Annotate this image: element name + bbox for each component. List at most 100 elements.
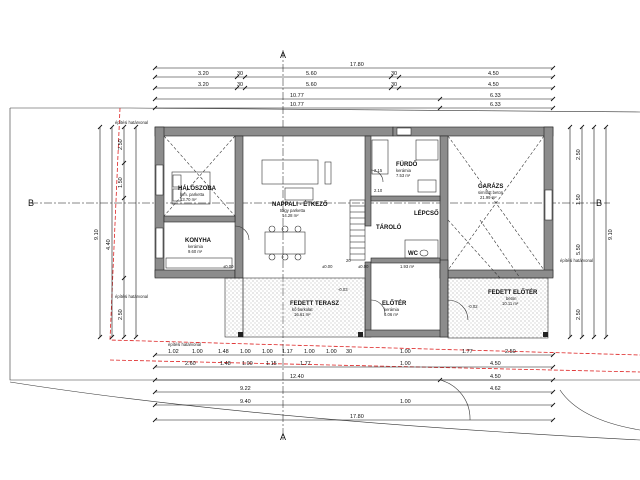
wall-entry-west xyxy=(364,261,372,338)
wall-bath-south xyxy=(370,195,441,202)
room-floor-nappali: tölgy parketta xyxy=(280,208,306,213)
chair xyxy=(268,253,276,261)
dim-bot-r2-1: 1.48 xyxy=(220,361,231,367)
room-floor-haloszoba: lam. parketta xyxy=(180,192,205,197)
entry-post xyxy=(543,332,548,337)
dim-bot-total: 17.80 xyxy=(350,414,364,420)
wall-bath-west xyxy=(364,135,372,227)
sofa xyxy=(261,159,319,185)
right-dimension-chains xyxy=(567,124,609,340)
dim-top-total: 17.80 xyxy=(350,62,364,68)
door-swing xyxy=(234,225,250,241)
setback-red-line-2 xyxy=(109,359,640,373)
dim-left-total: 9.10 xyxy=(94,229,100,240)
terrain-line-2 xyxy=(559,389,640,431)
dim-top-r2-4: 4.50 xyxy=(488,71,499,77)
room-floor-garazs: simított beton xyxy=(478,190,504,195)
wc-room xyxy=(404,239,439,259)
terrain-line xyxy=(9,381,640,441)
room-floor-fedett-eloter: beton xyxy=(506,296,517,301)
section-marker-b-left: B xyxy=(28,198,34,208)
coffee-table xyxy=(284,187,314,201)
window-garage xyxy=(544,189,553,221)
dim-top-r2-3: 30 xyxy=(391,71,397,77)
setback-label: építési határvonal xyxy=(560,258,593,263)
room-name-fedett-eloter: FEDETT ELŐTÉR xyxy=(488,288,538,296)
dim-left-p3: 2.50 xyxy=(118,309,124,320)
section-marker-a-top: A xyxy=(280,50,286,60)
bottom-dimension-chains xyxy=(152,352,556,423)
level-mark: -0.03 xyxy=(338,287,348,292)
dim-bot-r1-3: 1.00 xyxy=(240,349,251,355)
chair xyxy=(281,253,289,261)
dim-bot-r5-0: 9.40 xyxy=(240,399,251,405)
dim-bot-r2-2: 1.00 xyxy=(242,361,253,367)
dim-bot-r1-2: 1.48 xyxy=(218,349,229,355)
dim-bot-r2-3: 1.15 xyxy=(266,361,277,367)
dim-bot-r3-0: 12.40 xyxy=(290,374,304,380)
section-marker-b-right: B xyxy=(596,198,602,208)
room-area-wc: 1.93 m² xyxy=(400,264,415,269)
window-kitchen xyxy=(155,227,164,259)
room-name-eloter: ELŐTÉR xyxy=(382,299,407,307)
dim-top-r3-3: 30 xyxy=(391,82,397,88)
setback-label: építési határvonal xyxy=(115,294,148,299)
wall-garage-west xyxy=(439,135,449,279)
room-name-lepcso: LÉPCSŐ xyxy=(414,209,439,217)
dim-bot-r1-10: 1.77 xyxy=(462,349,473,355)
chair xyxy=(281,225,289,233)
dim-bot-r1-5: 1.17 xyxy=(282,349,293,355)
dim-right-p1: 1.50 xyxy=(576,194,582,205)
pillow xyxy=(172,174,182,188)
dim-top-r2-2: 5.60 xyxy=(306,71,317,77)
room-area-fedett-eloter: 10.11 m² xyxy=(502,301,519,306)
roof-hip-lines xyxy=(163,135,545,279)
wall-north-left xyxy=(154,126,394,137)
dim-top-r3-4: 4.50 xyxy=(488,82,499,88)
wall-entry-south xyxy=(364,329,449,338)
level-mark: -0.02 xyxy=(468,304,478,309)
wall-partition-2 xyxy=(163,215,236,223)
dim-top-r3-0: 3.20 xyxy=(198,82,209,88)
dim-bot-r2-5: 1.00 xyxy=(400,361,411,367)
dim-right-total: 9.10 xyxy=(608,229,614,240)
dim-bot-r1-0: 1.02 xyxy=(168,349,179,355)
room-floor-terasz: kő burkolat xyxy=(292,307,313,312)
dim-bot-r2-4: 1.77 xyxy=(300,361,311,367)
dining-table xyxy=(264,231,306,255)
room-area-terasz: 16.61 m² xyxy=(294,312,311,317)
room-name-wc: WC xyxy=(408,251,419,257)
window-bath xyxy=(396,127,412,136)
dim-bot-r1-11: 2.50 xyxy=(505,349,516,355)
dim-top-r4-1: 6.33 xyxy=(490,93,501,99)
bed xyxy=(171,171,211,205)
chair xyxy=(294,225,302,233)
height-mark: 20 xyxy=(346,258,351,263)
toilet xyxy=(419,249,429,257)
chair xyxy=(294,253,302,261)
dim-bot-r3-1: 4.50 xyxy=(490,374,501,380)
dim-top-r4-0: 10.77 xyxy=(290,93,304,99)
room-area-haloszoba: 13.70 m² xyxy=(180,197,197,202)
covered-entry-floor xyxy=(447,277,549,339)
room-name-terasz: FEDETT TERASZ xyxy=(290,301,339,307)
top-dimension-chains xyxy=(152,65,556,111)
dim-top-r5-0: 10.77 xyxy=(290,102,304,108)
room-floor-eloter: kerámia xyxy=(384,307,400,312)
room-area-furdo: 7.53 m² xyxy=(396,173,411,178)
dim-right-p3: 2.50 xyxy=(576,309,582,320)
room-name-haloszoba: HÁLÓSZOBA xyxy=(178,184,217,192)
door-swing xyxy=(370,299,386,315)
dim-left-p1: 1.50 xyxy=(118,177,124,188)
door-swing xyxy=(370,169,384,183)
chair xyxy=(268,225,276,233)
tv-unit xyxy=(324,161,332,185)
dim-right-p2: 5.50 xyxy=(576,244,582,255)
dim-bot-r2-6: 4.50 xyxy=(490,361,501,367)
shower xyxy=(415,139,439,161)
dim-top-r2-0: 3.20 xyxy=(198,71,209,77)
section-marker-a-bottom: A xyxy=(280,432,286,442)
level-mark: ±0.00 xyxy=(223,264,234,269)
window-bedroom xyxy=(155,164,164,196)
setback-label: építési határvonal xyxy=(168,342,201,347)
